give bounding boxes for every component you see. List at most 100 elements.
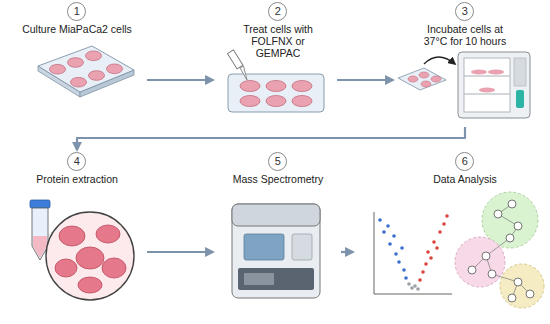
well-plate-part	[38, 46, 134, 92]
protein-network-part	[482, 252, 490, 260]
volcano-plot-part	[416, 287, 420, 291]
incubator-part	[464, 76, 510, 77]
step-title: Mass Spectrometry	[219, 173, 337, 185]
incubator-part	[464, 58, 510, 112]
mass-spectrometer-part	[232, 204, 320, 298]
flow-arrow	[147, 251, 213, 253]
step-title: Data Analysis	[390, 173, 540, 185]
well-plate-part	[50, 64, 66, 74]
step-number: 6	[455, 152, 474, 171]
incubator-part	[514, 58, 526, 86]
treated-plate-part	[240, 81, 260, 92]
well-plate-part	[71, 77, 87, 87]
flow-arrow	[341, 251, 353, 253]
volcano-plot-part	[407, 282, 411, 286]
mass-spectrometer-part	[292, 234, 312, 260]
treated-plate-part	[228, 74, 324, 112]
step-title-group: Mass Spectrometry	[219, 173, 337, 185]
volcano-plot	[374, 212, 452, 294]
incubator-part	[479, 88, 495, 93]
protein-network	[455, 192, 544, 308]
volcano-plot-part	[435, 246, 439, 250]
small-plate-part	[419, 72, 429, 78]
volcano-plot-part	[438, 230, 442, 234]
step-node: 3Incubate cells at 37°C for 10 hours	[395, 2, 535, 126]
volcano-plot-part	[442, 222, 446, 226]
step-number: 4	[67, 152, 86, 171]
mass-spectrometer-part	[238, 268, 314, 290]
volcano-plot-part	[410, 286, 414, 290]
step-node: 5Mass Spectrometry	[215, 152, 339, 304]
incubator-part	[458, 52, 530, 118]
volcano-plot-part	[429, 256, 433, 260]
volcano-plot-part	[397, 260, 401, 264]
small-plate-part	[398, 68, 446, 90]
volcano-plot-part	[400, 246, 404, 250]
mass-spectrometer-part	[232, 204, 320, 226]
step-title-group: Treat cells with FOLFNX or GEMPAC	[228, 23, 328, 59]
protein-network-part	[468, 266, 476, 274]
incubator-part	[471, 70, 487, 75]
volcano-plot-part	[413, 284, 417, 288]
well-plate-part	[107, 64, 123, 74]
cell-lysate-part	[96, 225, 120, 243]
small-plate-part	[431, 76, 441, 82]
volcano-plot-part	[386, 224, 390, 228]
step-title: Protein extraction	[12, 173, 142, 185]
step-number: 3	[455, 2, 474, 21]
pipette-part	[240, 66, 247, 80]
protein-network-part	[455, 237, 505, 287]
volcano-plot-part	[404, 276, 408, 280]
volcano-plot-part	[402, 268, 406, 272]
step-title: Culture MiaPaCa2 cells	[10, 23, 144, 35]
volcano-plot-part	[424, 262, 428, 266]
volcano-plot-part	[374, 294, 452, 295]
step-node: 1Culture MiaPaCa2 cells	[10, 2, 145, 114]
small-plate	[398, 68, 446, 90]
mass-spectrometer	[232, 204, 320, 298]
incubator-part	[516, 90, 524, 108]
step-node: 4Protein extraction	[10, 152, 145, 312]
conical-tube-part	[33, 236, 47, 258]
cell-lysate-part	[55, 259, 77, 277]
step-title-group: Incubate cells at 37°C for 10 hours	[417, 23, 513, 47]
volcano-plot-part	[421, 270, 425, 274]
treated-plate-part	[240, 96, 260, 107]
cell-lysate-part	[76, 247, 104, 269]
incubator	[458, 52, 530, 118]
volcano-plot-part	[445, 214, 449, 218]
cell-lysate-part	[78, 277, 102, 293]
volcano-plot-part	[418, 278, 422, 282]
step-title-group: Data Analysis	[390, 173, 540, 185]
treated-plate-part	[266, 81, 286, 92]
cell-lysate	[46, 212, 134, 300]
cell-lysate-part	[46, 212, 134, 300]
well-plate-part	[68, 58, 84, 68]
cell-lysate-part	[59, 226, 85, 246]
volcano-plot-part	[426, 250, 430, 254]
protein-network-part	[514, 222, 522, 230]
incubator-part	[488, 70, 504, 75]
step-node: 2Treat cells with FOLFNX or GEMPAC	[215, 2, 335, 117]
treated-plate-part	[292, 81, 312, 92]
protein-network-part	[514, 278, 522, 286]
step-number: 5	[268, 152, 287, 171]
pipette	[227, 50, 247, 80]
well-plate-part	[89, 71, 105, 81]
step-title: Treat cells with FOLFNX or GEMPAC	[228, 23, 328, 59]
treated-plate-part	[266, 96, 286, 107]
cell-lysate-part	[102, 258, 126, 278]
small-plate-part	[408, 76, 418, 82]
well-plate	[38, 46, 134, 97]
small-plate-part	[421, 81, 431, 87]
protein-network-part	[506, 234, 514, 242]
volcano-plot-part	[374, 212, 375, 294]
volcano-plot-part	[432, 240, 436, 244]
conical-tube-part	[30, 200, 50, 208]
protein-network-part	[500, 264, 544, 308]
mass-spectrometer-part	[244, 273, 274, 285]
flow-arrow	[77, 127, 465, 150]
incubator-part	[464, 94, 510, 95]
protein-network-part	[494, 210, 502, 218]
